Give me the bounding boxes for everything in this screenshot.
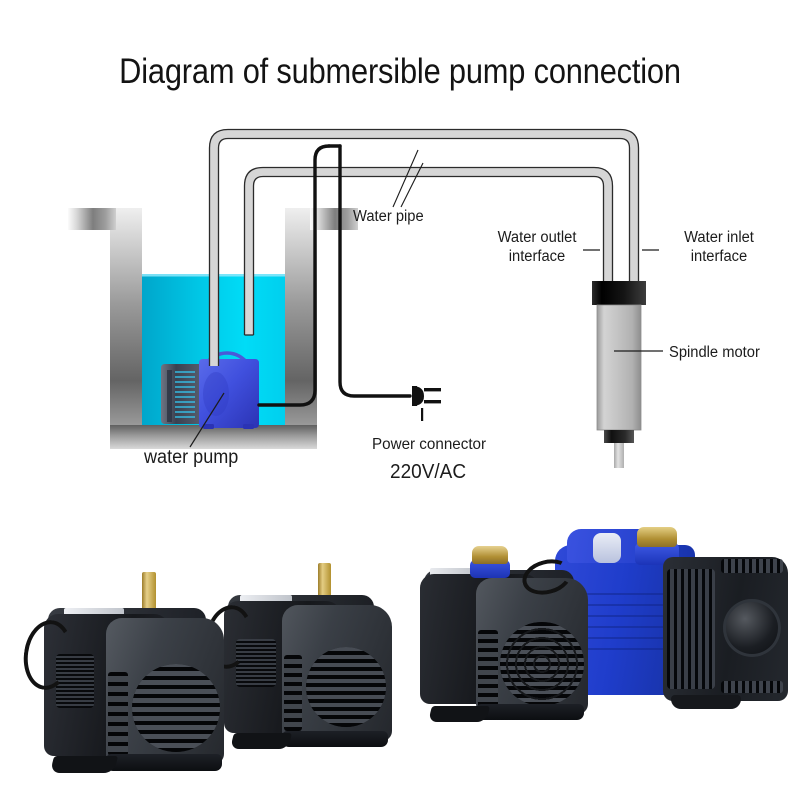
pump1-circular-grille bbox=[132, 664, 220, 752]
label-water-outlet-interface: Water outlet interface bbox=[486, 228, 589, 266]
product-pump-black-2 bbox=[200, 543, 422, 758]
pump4-fitting-brass bbox=[637, 527, 677, 547]
pump4-round-port bbox=[723, 599, 781, 657]
pump4-handle-slot bbox=[593, 533, 621, 563]
label-spindle-motor: Spindle motor bbox=[669, 344, 760, 361]
pump1-feet bbox=[49, 756, 119, 773]
power-plug[interactable] bbox=[412, 386, 441, 421]
product-photo-row bbox=[0, 470, 800, 800]
pump1-base bbox=[106, 754, 222, 771]
pump2-mesh-vent bbox=[236, 639, 276, 687]
pump4-top-vents bbox=[721, 559, 783, 573]
pump2-circular-grille bbox=[306, 647, 386, 727]
power-cable bbox=[257, 144, 412, 407]
pump2-grille-slats bbox=[306, 647, 386, 727]
pump2-brass-nipple bbox=[318, 563, 331, 605]
label-water-inlet-line1: Water inlet bbox=[684, 229, 754, 246]
pump3-label-strip bbox=[430, 568, 486, 579]
label-water-inlet-interface: Water inlet interface bbox=[670, 228, 769, 266]
pump3-fitting-brass bbox=[472, 546, 508, 564]
spindle-motor bbox=[592, 281, 646, 468]
label-water-inlet-line2: interface bbox=[690, 248, 748, 265]
product-pump-black-3 bbox=[414, 530, 624, 752]
pump4-vent-slats bbox=[667, 569, 715, 689]
pump1-brass-nipple bbox=[142, 572, 156, 616]
pump2-label-strip bbox=[240, 595, 292, 605]
pump3-fitting-collar bbox=[470, 560, 510, 578]
pump1-mesh-vent bbox=[56, 654, 94, 708]
leader-lines bbox=[189, 149, 663, 448]
pump2-base bbox=[282, 731, 388, 747]
pump3-base bbox=[476, 704, 584, 720]
label-water-outlet-line2: interface bbox=[508, 248, 566, 265]
pump3-circular-grille bbox=[500, 622, 584, 706]
submersible-water-pump bbox=[161, 351, 259, 429]
product-pump-black-1 bbox=[19, 544, 252, 773]
pump1-grille-slats bbox=[132, 664, 220, 752]
pump3-feet bbox=[428, 706, 490, 722]
pump2-side-vents bbox=[284, 655, 302, 731]
water-pipe-outer-loop bbox=[208, 128, 640, 366]
pump1-side-vents bbox=[108, 672, 128, 756]
label-water-outlet-line1: Water outlet bbox=[497, 229, 577, 246]
pump1-label-strip bbox=[64, 608, 124, 619]
page-title: Diagram of submersible pump connection bbox=[119, 52, 681, 91]
pump4-bottom-vents bbox=[721, 681, 783, 693]
water-pipe-inner-loop bbox=[243, 166, 614, 335]
label-power-connector: Power connector bbox=[372, 436, 487, 453]
label-water-pipe: Water pipe bbox=[353, 208, 424, 225]
connection-diagram bbox=[68, 128, 663, 468]
label-water-pump: water pump bbox=[144, 447, 239, 468]
label-voltage: 220V/AC bbox=[390, 461, 467, 483]
pump3-side-vents bbox=[478, 630, 498, 708]
pump3-grille-rings bbox=[500, 622, 584, 706]
pump4-foot bbox=[671, 695, 741, 709]
